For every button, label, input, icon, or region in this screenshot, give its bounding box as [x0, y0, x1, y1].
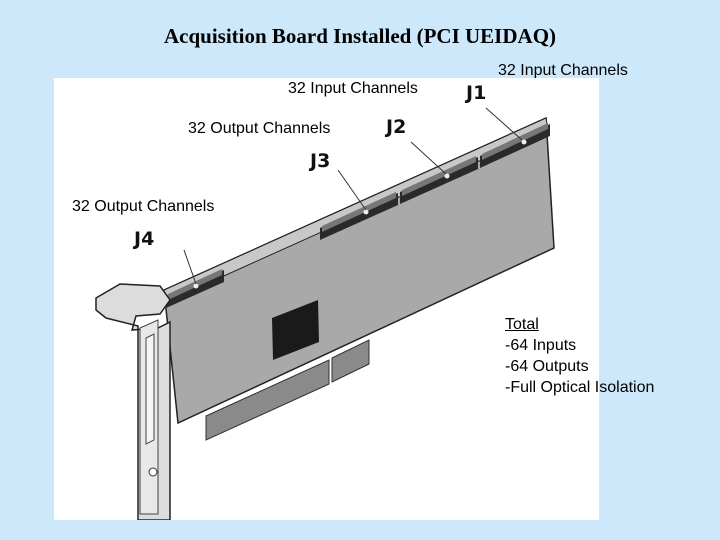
totals-line-isolation: -Full Optical Isolation [505, 379, 655, 396]
connector-j4 [166, 269, 224, 308]
connector-j1 [480, 123, 550, 168]
callout-j4-channels: 32 Output Channels [72, 198, 215, 215]
callout-j2-channels: 32 Input Channels [288, 80, 418, 97]
callout-j3-channels: 32 Output Channels [188, 120, 331, 137]
totals-summary: Total -64 Inputs -64 Outputs -Full Optic… [505, 314, 654, 398]
leader-lines [183, 107, 523, 285]
connector-j2 [400, 156, 478, 204]
board-figure [54, 78, 599, 520]
processor-chip [272, 300, 319, 360]
callout-j1-channels: 32 Input Channels [498, 62, 628, 79]
totals-line-inputs: -64 Inputs [505, 337, 577, 354]
totals-line-outputs: -64 Outputs [505, 358, 589, 375]
totals-heading: Total [505, 316, 539, 333]
pci-board-illustration [95, 107, 555, 520]
connector-label-j3: J3 [310, 150, 331, 172]
connector-label-j2: J2 [386, 116, 407, 138]
edge-connector [205, 339, 370, 441]
connector-j3 [320, 192, 398, 240]
connector-label-j4: J4 [134, 228, 155, 250]
slide-title: Acquisition Board Installed (PCI UEIDAQ) [163, 24, 557, 48]
connector-label-j1: J1 [466, 82, 487, 104]
mounting-bracket [95, 283, 171, 520]
